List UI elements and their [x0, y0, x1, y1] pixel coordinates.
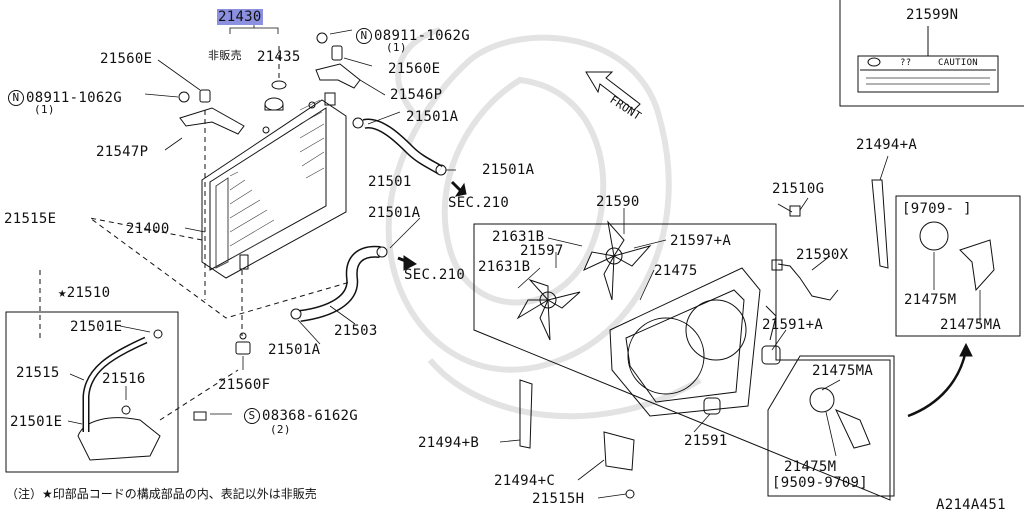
- fan-blades-2: [583, 220, 652, 301]
- caution-text: CAUTION: [938, 58, 979, 68]
- part-21560e-right-label[interactable]: 21560E: [388, 61, 441, 77]
- figure-code: A214A451: [936, 497, 1006, 511]
- part-21430-label[interactable]: 21430: [217, 9, 263, 25]
- reservoir-tank: [77, 417, 161, 461]
- part-21516-label[interactable]: 21516: [102, 371, 146, 387]
- part-21475m-label-upper[interactable]: 21475M: [904, 292, 957, 308]
- section-210-link-2[interactable]: SEC.210: [404, 267, 466, 283]
- part-21631b-label-1[interactable]: 21631B: [492, 229, 545, 245]
- part-21599n-label[interactable]: 21599N: [906, 7, 959, 23]
- part-21597-label[interactable]: 21597: [520, 243, 564, 259]
- part-21501a-label-3[interactable]: 21501A: [368, 205, 421, 221]
- not-for-sale-label: 非販売: [208, 49, 242, 62]
- s-mark-icon: S: [244, 408, 260, 424]
- part-21475-label[interactable]: 21475: [654, 263, 698, 279]
- footnote: （注）★印部品コードの構成部品の内、表記以外は非販売: [6, 487, 317, 501]
- screw-qty: (2): [270, 423, 291, 436]
- part-21475ma-label-lower[interactable]: 21475MA: [812, 363, 874, 379]
- part-21546p-label[interactable]: 21546P: [390, 87, 443, 103]
- part-21501a-label-4[interactable]: 21501A: [268, 342, 321, 358]
- fan-assembly-frame: [473, 223, 891, 501]
- part-21515h-label[interactable]: 21515H: [532, 491, 585, 507]
- part-21591a-label[interactable]: 21591+A: [762, 317, 824, 333]
- cap-seal: [271, 80, 287, 90]
- front-arrow-shape: [585, 71, 641, 111]
- fan-shroud: [609, 267, 761, 417]
- part-21503-label[interactable]: 21503: [334, 323, 378, 339]
- n-mark-icon: N: [356, 28, 372, 44]
- part-21560f-label[interactable]: 21560F: [218, 377, 271, 393]
- part-21501e-label-2[interactable]: 21501E: [10, 414, 63, 430]
- section-210-link-1[interactable]: SEC.210: [448, 195, 510, 211]
- bolt-left-qty: (1): [34, 103, 55, 116]
- date-range-lower: [9509-9709]: [772, 475, 869, 491]
- part-21631b-label-2[interactable]: 21631B: [478, 259, 531, 275]
- bolt-right-qty: (1): [386, 41, 407, 54]
- part-21435-label[interactable]: 21435: [257, 49, 301, 65]
- part-21590x-label[interactable]: 21590X: [796, 247, 849, 263]
- part-21494a-label[interactable]: 21494+A: [856, 137, 918, 153]
- inset-9509: [767, 355, 895, 497]
- part-21501e-label-1[interactable]: 21501E: [70, 319, 123, 335]
- bracket-right: [315, 63, 361, 89]
- n-mark-icon: N: [8, 90, 24, 106]
- radiator: [201, 92, 347, 279]
- caution-question: ??: [900, 58, 912, 68]
- part-21590-label[interactable]: 21590: [596, 194, 640, 210]
- part-21400-label[interactable]: 21400: [126, 221, 170, 237]
- part-21597a-label[interactable]: 21597+A: [670, 233, 732, 249]
- part-21494b-label[interactable]: 21494+B: [418, 435, 480, 451]
- part-21501-label[interactable]: 21501: [368, 174, 412, 190]
- part-21515e-label[interactable]: 21515E: [4, 211, 57, 227]
- part-21515-label[interactable]: 21515: [16, 365, 60, 381]
- part-21510g-label[interactable]: 21510G: [772, 181, 825, 197]
- reservoir-box: [5, 311, 179, 473]
- part-21591-label[interactable]: 21591: [684, 433, 728, 449]
- caution-frame: [839, 0, 1024, 107]
- date-range-upper: [9709- ]: [902, 201, 972, 217]
- mount-left: [199, 89, 211, 103]
- part-21560e-left-label[interactable]: 21560E: [100, 51, 153, 67]
- part-21510-label[interactable]: ★21510: [58, 285, 111, 301]
- fan-blades-1: [516, 278, 581, 341]
- part-21494c-label[interactable]: 21494+C: [494, 473, 556, 489]
- bracket-left: [179, 107, 245, 135]
- part-21475m-label-lower[interactable]: 21475M: [784, 459, 837, 475]
- radiator-cap: [264, 97, 284, 111]
- part-21501a-label-1[interactable]: 21501A: [406, 109, 459, 125]
- watermark-emblem: [385, 27, 702, 420]
- part-21547p-label[interactable]: 21547P: [96, 144, 149, 160]
- part-21501a-label-2[interactable]: 21501A: [482, 162, 535, 178]
- bracket-21494c: [603, 431, 635, 471]
- bracket-21494b: [519, 379, 533, 449]
- inset-9709: [895, 195, 1021, 337]
- part-21475ma-label-upper[interactable]: 21475MA: [940, 317, 1002, 333]
- bracket-21494a: [871, 179, 889, 269]
